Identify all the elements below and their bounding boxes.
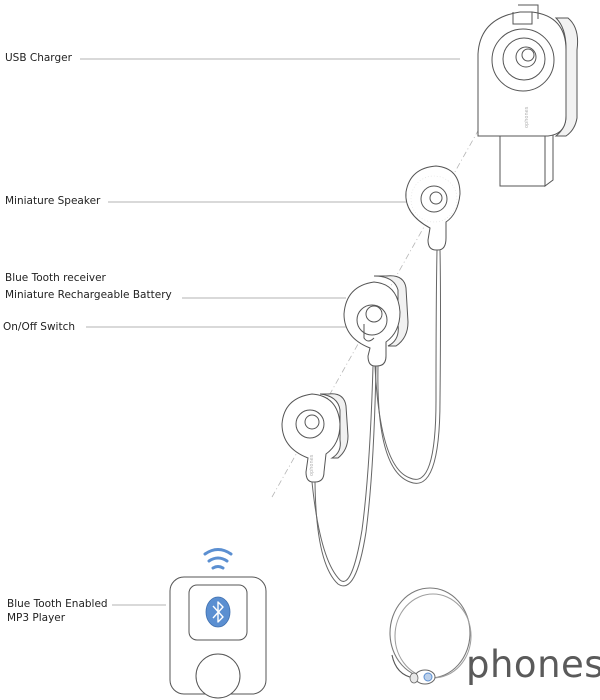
usb-charger-illustration xyxy=(477,4,579,187)
logo-earbud-icon xyxy=(409,669,436,685)
label-rechargeable-battery: Miniature Rechargeable Battery xyxy=(5,289,172,301)
mp3-player-illustration xyxy=(169,576,267,699)
usb-charger-imprint: ophones xyxy=(524,106,530,128)
ophones-wordmark: phones xyxy=(466,643,600,686)
bluetooth-icon xyxy=(205,596,231,628)
earpiece-cables xyxy=(311,249,441,587)
receiver-battery-earpiece-illustration xyxy=(343,275,409,367)
ophones-logo-mark xyxy=(389,587,472,679)
bottom-earpiece-illustration xyxy=(281,393,349,483)
earpiece-imprint: ophones xyxy=(309,454,315,476)
wireless-signal-icon xyxy=(203,548,233,570)
label-mp3-player-line1: Blue Tooth Enabled xyxy=(7,598,108,610)
label-miniature-speaker: Miniature Speaker xyxy=(5,195,101,207)
label-usb-charger: USB Charger xyxy=(5,52,72,64)
label-mp3-player-line2: MP3 Player xyxy=(7,612,66,624)
label-bluetooth-receiver: Blue Tooth receiver xyxy=(5,272,106,284)
speaker-earpiece-illustration xyxy=(405,165,461,251)
label-on-off-switch: On/Off Switch xyxy=(3,321,76,333)
